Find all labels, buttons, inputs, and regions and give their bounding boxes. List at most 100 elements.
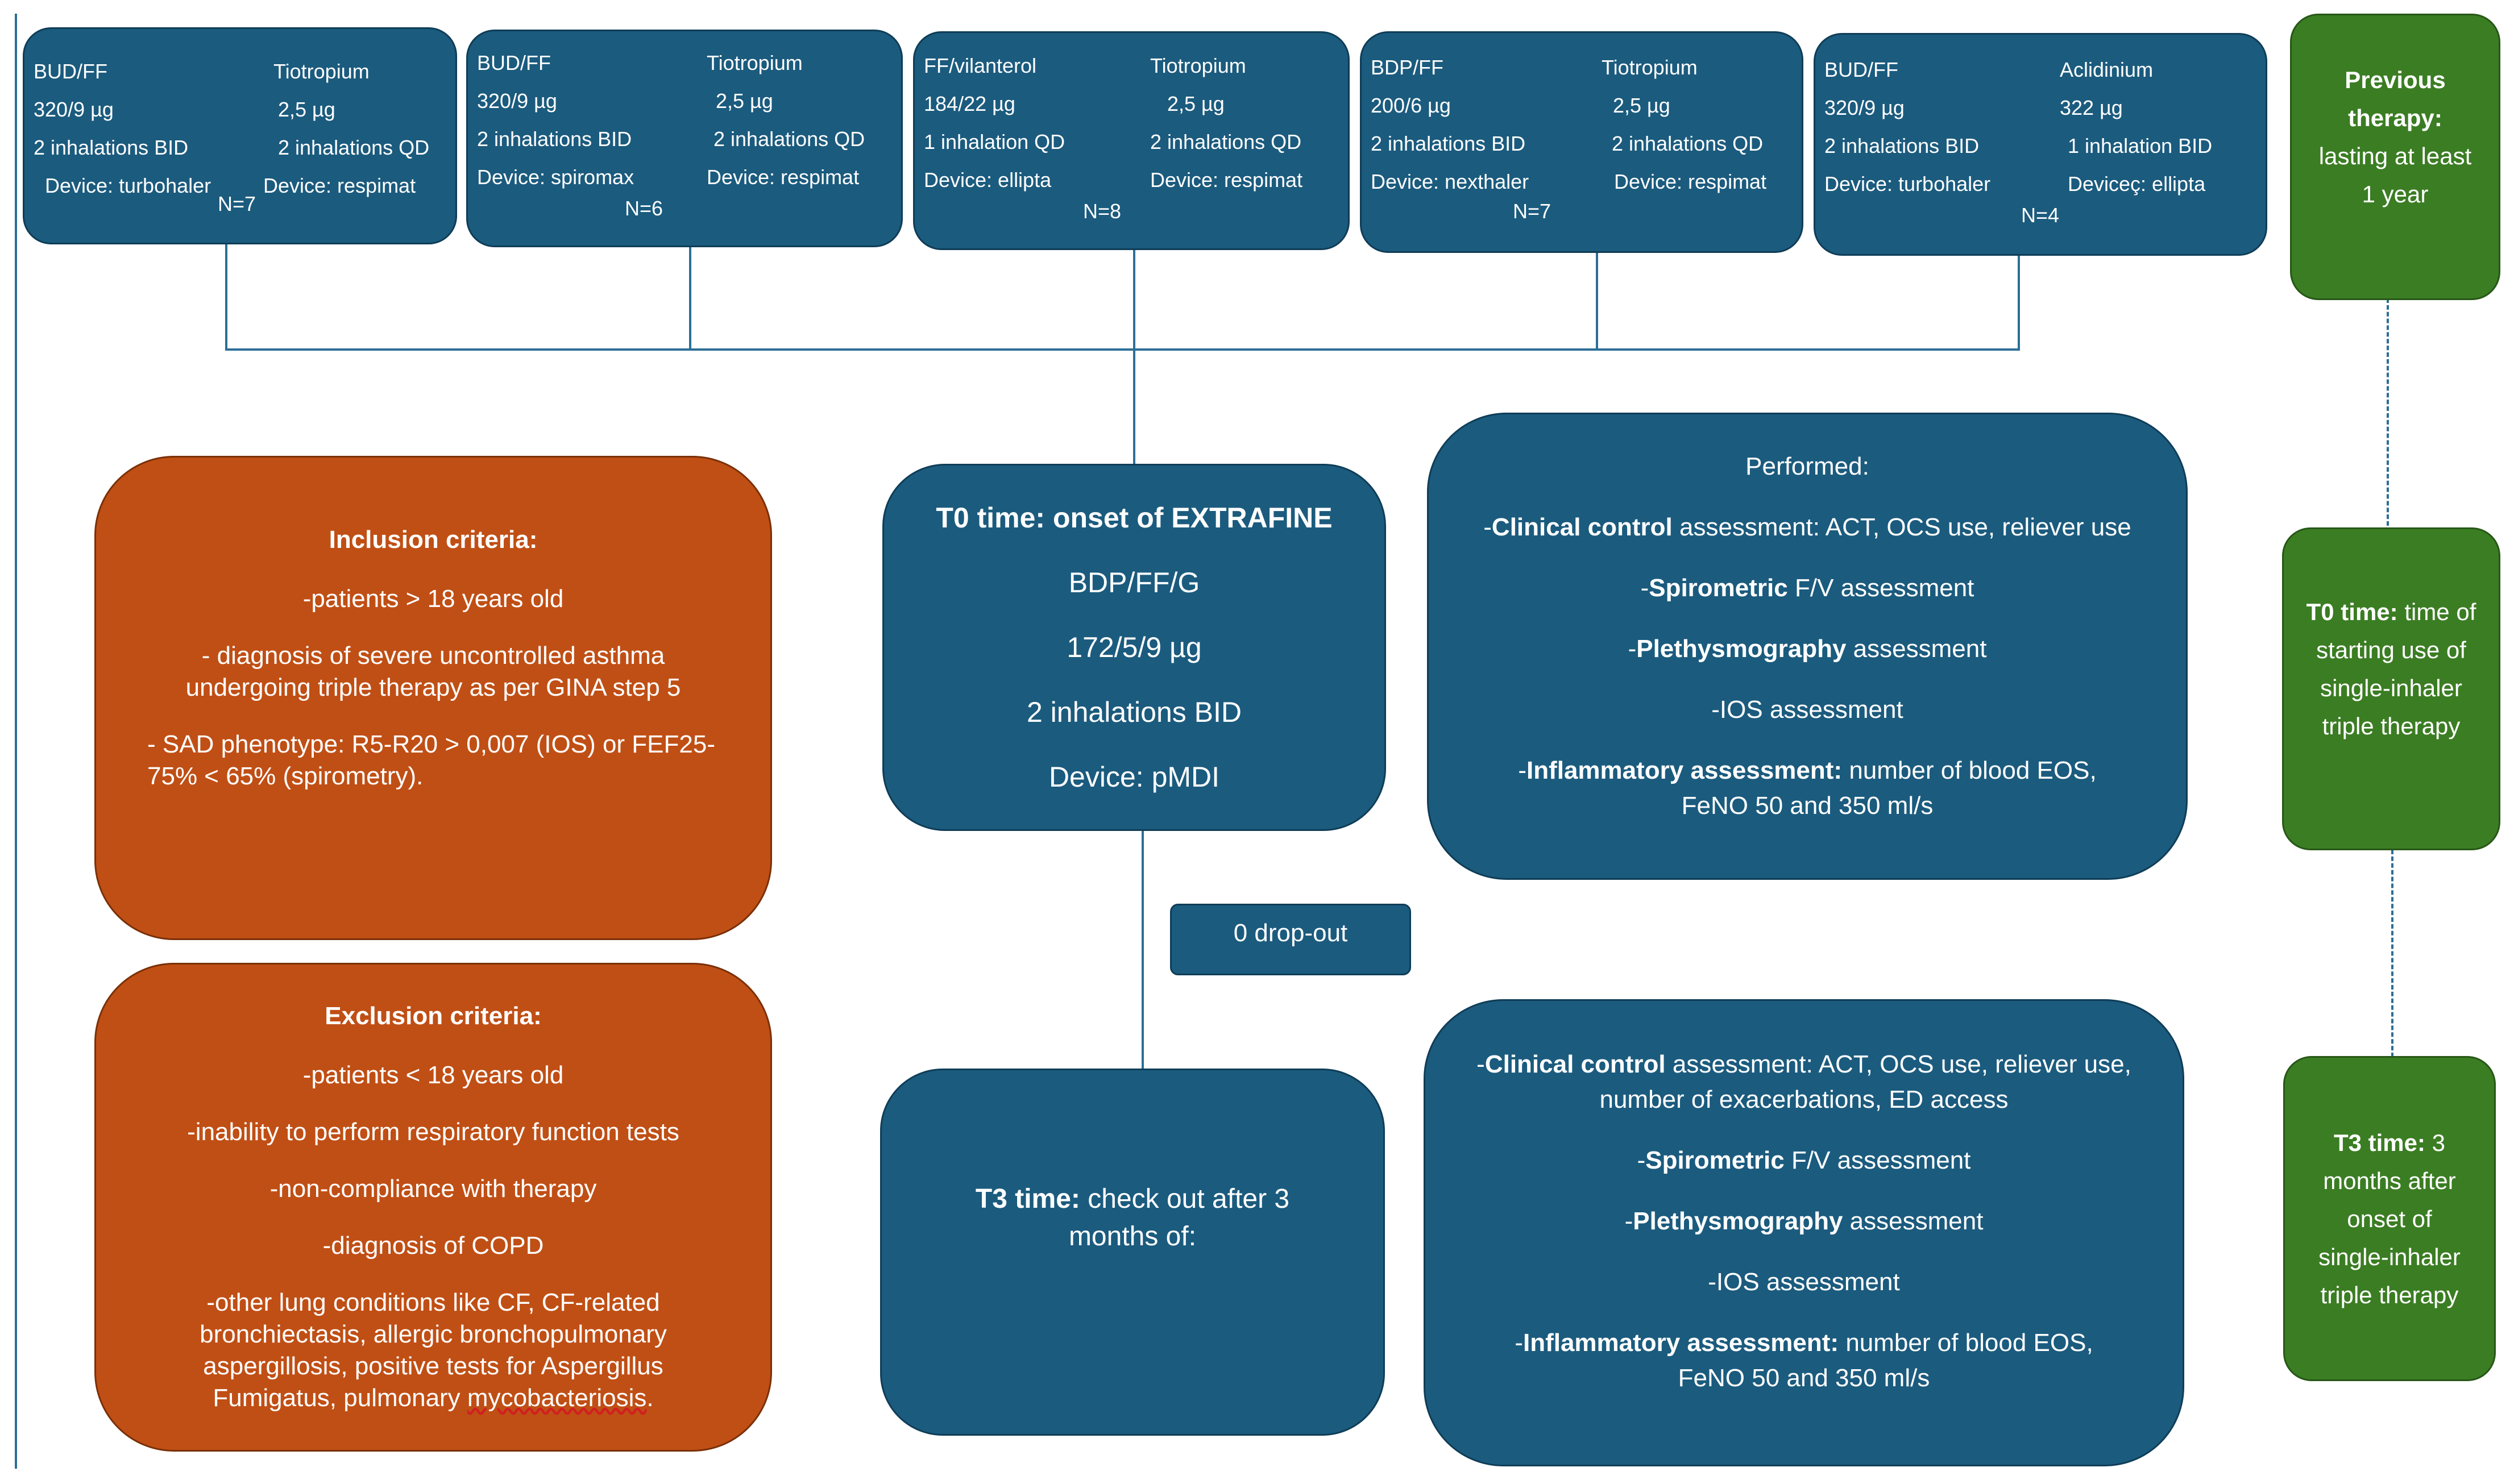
therapy-1-ics-dose: 320/9 µg bbox=[34, 98, 114, 121]
t3-pleth-rest: assessment bbox=[1843, 1207, 1984, 1235]
dropout-box: 0 drop-out bbox=[1170, 904, 1411, 975]
connector-box3 bbox=[1133, 250, 1135, 466]
therapy-2-ics: BUD/FF 320/9 µg 2 inhalations BID Device… bbox=[477, 53, 634, 205]
therapy-2-ics-dose: 320/9 µg bbox=[477, 89, 557, 113]
connector-box4 bbox=[1596, 253, 1598, 350]
therapy-box-3: FF/vilanterol 184/22 µg 1 inhalation QD … bbox=[913, 31, 1350, 250]
t3-pleth-bold: Plethysmography bbox=[1633, 1207, 1843, 1235]
t3-ios: -IOS assessment bbox=[1708, 1268, 1900, 1296]
therapy-5-ics-dose: 320/9 µg bbox=[1824, 96, 1905, 119]
therapy-5-n: N=4 bbox=[2021, 203, 2060, 227]
therapy-5-ics-drug: BUD/FF bbox=[1824, 58, 1898, 81]
timeline-previous-therapy: Previous therapy: lasting at least 1 yea… bbox=[2290, 14, 2500, 300]
connector-box1 bbox=[225, 244, 227, 350]
performed-inflam: -Inflammatory assessment: number of bloo… bbox=[1518, 756, 2097, 820]
inclusion-item-1: -patients > 18 years old bbox=[302, 585, 564, 613]
therapy-3-lama-drug: Tiotropium bbox=[1150, 54, 1246, 77]
therapy-box-5: BUD/FF 320/9 µg 2 inhalations BID Device… bbox=[1814, 33, 2267, 256]
therapy-3-ics-device: Device: ellipta bbox=[924, 168, 1052, 192]
therapy-1-lama-drug: Tiotropium bbox=[273, 60, 370, 83]
inclusion-item-3: - SAD phenotype: R5-R20 > 0,007 (IOS) or… bbox=[147, 730, 716, 790]
timeline-t3-bold: T3 time: bbox=[2333, 1129, 2425, 1156]
t3-assessment-box: -Clinical control assessment: ACT, OCS u… bbox=[1424, 999, 2184, 1466]
exclusion-title: Exclusion criteria: bbox=[325, 1002, 542, 1030]
performed-spiro-rest: F/V assessment bbox=[1787, 573, 1974, 602]
t3-clinical-rest: assessment: ACT, OCS use, reliever use, … bbox=[1599, 1050, 2131, 1113]
t3-label-bold: T3 time: bbox=[975, 1184, 1080, 1214]
therapy-4-lama-regimen: 2 inhalations QD bbox=[1612, 132, 1764, 155]
therapy-4-lama-drug: Tiotropium bbox=[1602, 56, 1698, 79]
performed-clinical-rest: assessment: ACT, OCS use, reliever use bbox=[1672, 513, 2131, 541]
therapy-box-2: BUD/FF 320/9 µg 2 inhalations BID Device… bbox=[466, 30, 903, 247]
t3-spiro-rest: F/V assessment bbox=[1784, 1146, 1971, 1174]
t0-drug: BDP/FF/G bbox=[1068, 567, 1200, 598]
therapy-3-ics-regimen: 1 inhalation QD bbox=[924, 130, 1065, 153]
therapy-2-lama-device: Device: respimat bbox=[707, 165, 860, 189]
t3-clinical: -Clinical control assessment: ACT, OCS u… bbox=[1476, 1050, 2131, 1113]
performed-spiro-bold: Spirometric bbox=[1649, 573, 1788, 602]
therapy-2-n: N=6 bbox=[625, 197, 663, 220]
t0-title: T0 time: onset of EXTRAFINE bbox=[936, 502, 1333, 534]
connector-horizontal bbox=[225, 348, 2020, 351]
timeline-previous-bold: Previous therapy: bbox=[2345, 66, 2446, 131]
therapy-5-ics-device: Device: turbohaler bbox=[1824, 172, 1991, 196]
timeline-dash-2 bbox=[2391, 850, 2393, 1057]
timeline-t0-bold: T0 time: bbox=[2306, 598, 2398, 625]
therapy-5-lama: Aclidinium 322 µg 1 inhalation BID Devic… bbox=[2060, 60, 2212, 212]
therapy-2-lama: Tiotropium 2,5 µg 2 inhalations QD Devic… bbox=[707, 53, 865, 205]
inclusion-item-2: - diagnosis of severe uncontrolled asthm… bbox=[185, 642, 681, 701]
therapy-2-lama-regimen: 2 inhalations QD bbox=[713, 127, 865, 151]
t3-box: T3 time: check out after 3 months of: bbox=[880, 1069, 1385, 1436]
performed-heading: Performed: bbox=[1745, 452, 1869, 480]
therapy-4-ics-device: Device: nexthaler bbox=[1371, 170, 1529, 193]
therapy-2-ics-regimen: 2 inhalations BID bbox=[477, 127, 632, 151]
connector-box5 bbox=[2018, 256, 2020, 350]
therapy-1-lama-dose: 2,5 µg bbox=[278, 98, 335, 121]
therapy-1-lama: Tiotropium 2,5 µg 2 inhalations QD Devic… bbox=[263, 60, 430, 214]
t3-label-rest: check out after 3 months of: bbox=[1068, 1184, 1290, 1252]
timeline-t0-text: T0 time: time of starting use of single-… bbox=[2296, 593, 2486, 745]
timeline-t3-rest: 3 months after onset of single-inhaler t… bbox=[2318, 1129, 2461, 1308]
therapy-1-n: N=7 bbox=[218, 192, 256, 215]
therapy-4-n: N=7 bbox=[1513, 199, 1551, 223]
therapy-4-lama-dose: 2,5 µg bbox=[1613, 94, 1670, 117]
exclusion-item-3: -non-compliance with therapy bbox=[269, 1175, 597, 1203]
exclusion-item-5: -other lung conditions like CF, CF-relat… bbox=[159, 1287, 708, 1414]
therapy-4-ics-dose: 200/6 µg bbox=[1371, 94, 1451, 117]
t0-regimen: 2 inhalations BID bbox=[1026, 696, 1242, 728]
therapy-1-ics-drug: BUD/FF bbox=[34, 60, 107, 83]
therapy-1-ics: BUD/FF 320/9 µg 2 inhalations BID Device… bbox=[34, 61, 211, 214]
performed-spiro: -Spirometric F/V assessment bbox=[1640, 573, 1974, 602]
exclusion-item-2: -inability to perform respiratory functi… bbox=[187, 1118, 679, 1146]
therapy-5-lama-drug: Aclidinium bbox=[2060, 58, 2154, 81]
therapy-box-1: BUD/FF 320/9 µg 2 inhalations BID Device… bbox=[23, 27, 457, 244]
therapy-1-ics-regimen: 2 inhalations BID bbox=[34, 136, 189, 159]
t0-box: T0 time: onset of EXTRAFINE BDP/FF/G 172… bbox=[882, 464, 1386, 831]
exclusion-item-4: -diagnosis of COPD bbox=[322, 1232, 544, 1259]
performed-pleth: -Plethysmography assessment bbox=[1628, 634, 1987, 663]
therapy-3-lama-regimen: 2 inhalations QD bbox=[1150, 130, 1302, 153]
therapy-4-ics-regimen: 2 inhalations BID bbox=[1371, 132, 1526, 155]
timeline-previous-rest: lasting at least 1 year bbox=[2318, 143, 2472, 207]
connector-t0-t3 bbox=[1142, 830, 1144, 1069]
therapy-1-ics-device: Device: turbohaler bbox=[45, 174, 211, 197]
exclusion-item-5-text: -other lung conditions like CF, CF-relat… bbox=[200, 1288, 667, 1412]
therapy-1-lama-device: Device: respimat bbox=[263, 174, 416, 197]
therapy-5-lama-dose: 322 µg bbox=[2060, 96, 2123, 119]
therapy-4-ics-drug: BDP/FF bbox=[1371, 56, 1444, 79]
timeline-previous-text: Previous therapy: lasting at least 1 yea… bbox=[2314, 61, 2476, 213]
inclusion-criteria-box: Inclusion criteria: -patients > 18 years… bbox=[94, 456, 772, 940]
therapy-3-ics: FF/vilanterol 184/22 µg 1 inhalation QD … bbox=[924, 56, 1065, 208]
therapy-4-lama-device: Device: respimat bbox=[1614, 170, 1767, 193]
performed-clinical-bold: Clinical control bbox=[1491, 513, 1673, 541]
performed-clinical: -Clinical control assessment: ACT, OCS u… bbox=[1483, 513, 2131, 541]
therapy-box-4: BDP/FF 200/6 µg 2 inhalations BID Device… bbox=[1360, 31, 1803, 253]
performed-pleth-rest: assessment bbox=[1846, 634, 1987, 663]
therapy-5-ics: BUD/FF 320/9 µg 2 inhalations BID Device… bbox=[1824, 60, 1990, 212]
therapy-3-ics-dose: 184/22 µg bbox=[924, 92, 1015, 115]
performed-ios: -IOS assessment bbox=[1711, 695, 1903, 724]
performed-inflam-bold: Inflammatory assessment: bbox=[1526, 756, 1843, 784]
t0-device: Device: pMDI bbox=[1048, 761, 1220, 793]
therapy-1-lama-regimen: 2 inhalations QD bbox=[278, 136, 430, 159]
dropout-label: 0 drop-out bbox=[1233, 919, 1348, 947]
